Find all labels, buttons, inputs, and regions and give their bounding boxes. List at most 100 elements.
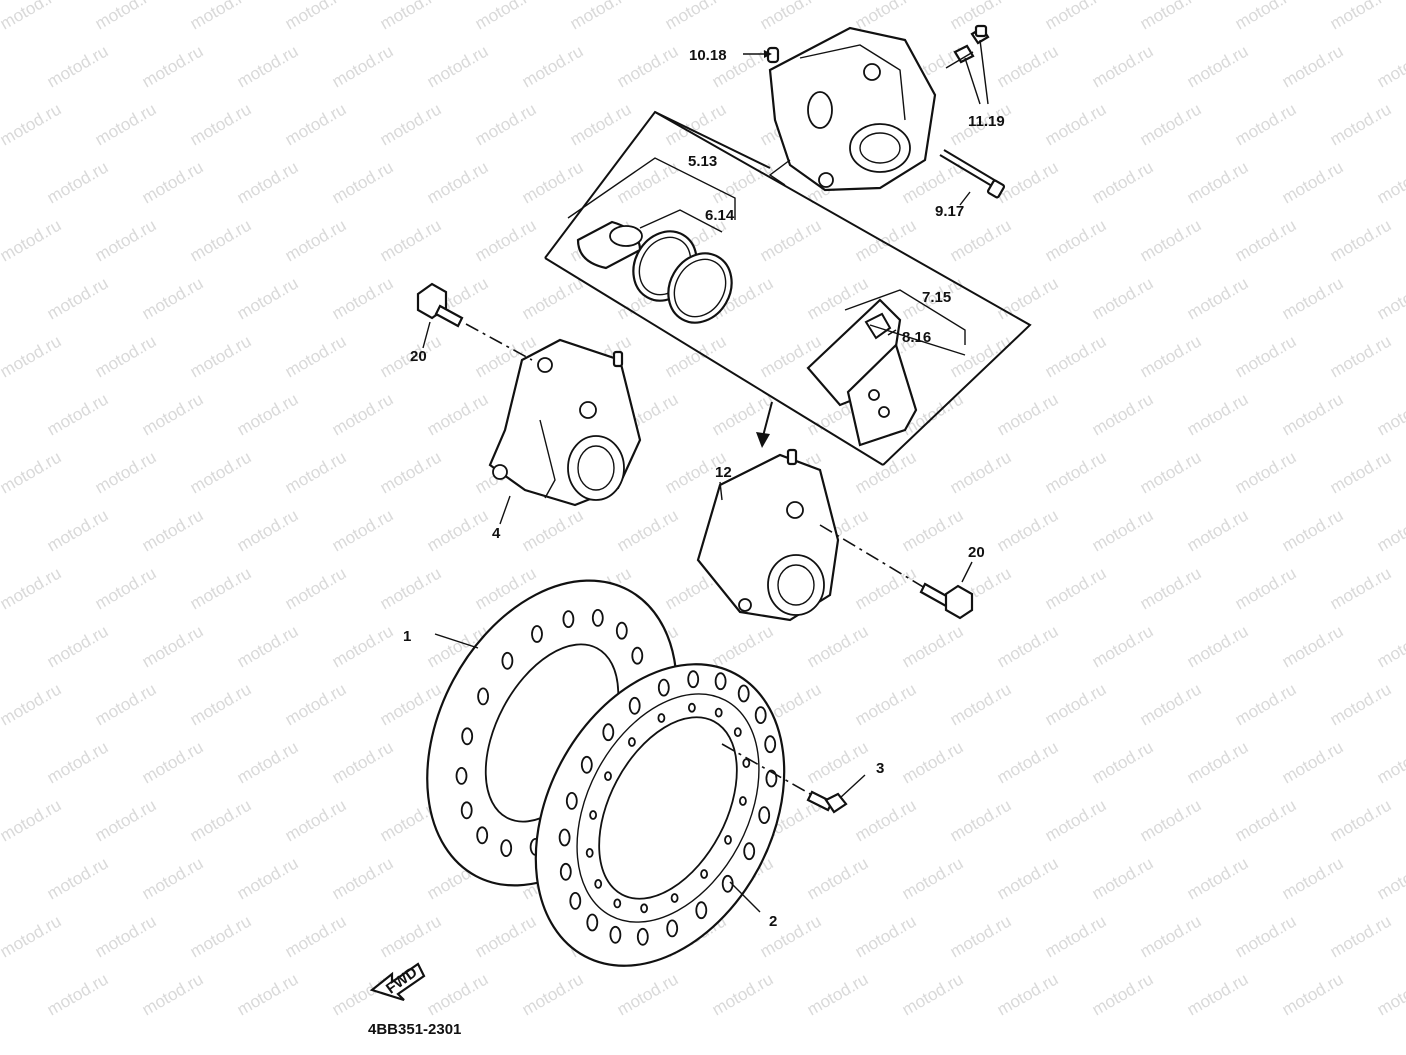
watermark-text: motod.ru bbox=[994, 969, 1062, 1019]
watermark-text: motod.ru bbox=[519, 505, 587, 555]
disc-hole bbox=[565, 792, 578, 810]
watermark-text: motod.ru bbox=[92, 563, 160, 613]
disc-hole bbox=[628, 737, 636, 747]
watermark-text: motod.ru bbox=[1184, 621, 1252, 671]
piston-seals bbox=[632, 230, 733, 324]
caliper-bolts-11-19 bbox=[953, 24, 990, 64]
watermark-text: motod.ru bbox=[1089, 505, 1157, 555]
watermark-text: motod.ru bbox=[234, 621, 302, 671]
watermark-text: motod.ru bbox=[1374, 157, 1406, 207]
watermark-text: motod.ru bbox=[234, 157, 302, 207]
watermark-text: motod.ru bbox=[1279, 969, 1347, 1019]
disc-hole bbox=[714, 672, 727, 691]
disc-hole bbox=[589, 810, 597, 820]
watermark-text: motod.ru bbox=[139, 157, 207, 207]
watermark-text: motod.ru bbox=[1374, 737, 1406, 787]
watermark-text: motod.ru bbox=[1232, 911, 1300, 961]
watermark-text: motod.ru bbox=[424, 389, 492, 439]
upper-caliper-housing bbox=[768, 26, 937, 192]
watermark-text: motod.ru bbox=[994, 737, 1062, 787]
disc-hole bbox=[602, 723, 615, 742]
watermark-text: motod.ru bbox=[1137, 563, 1205, 613]
watermark-text: motod.ru bbox=[1374, 621, 1406, 671]
watermark-text: motod.ru bbox=[329, 737, 397, 787]
callout-2: 2 bbox=[769, 913, 777, 930]
disc-hole bbox=[733, 727, 742, 737]
watermark-text: motod.ru bbox=[1184, 737, 1252, 787]
watermark-text: motod.ru bbox=[1279, 621, 1347, 671]
disc-hole bbox=[591, 609, 604, 627]
watermark-text: motod.ru bbox=[1137, 447, 1205, 497]
watermark-text: motod.ru bbox=[424, 41, 492, 91]
watermark-text: motod.ru bbox=[424, 505, 492, 555]
watermark-text: motod.ru bbox=[377, 679, 445, 729]
watermark-text: motod.ru bbox=[1279, 273, 1347, 323]
watermark-text: motod.ru bbox=[804, 853, 872, 903]
watermark-text: motod.ru bbox=[1327, 215, 1395, 265]
disc-hole bbox=[754, 706, 767, 724]
watermark-text: motod.ru bbox=[0, 679, 64, 729]
watermark-text: motod.ru bbox=[709, 389, 777, 439]
watermark-text: motod.ru bbox=[1184, 41, 1252, 91]
watermark-text: motod.ru bbox=[187, 563, 255, 613]
watermark-text: motod.ru bbox=[139, 853, 207, 903]
disc-hole bbox=[501, 651, 514, 670]
disc-hole bbox=[636, 927, 649, 946]
watermark-text: motod.ru bbox=[44, 737, 112, 787]
watermark-text: motod.ru bbox=[44, 389, 112, 439]
disc-hole bbox=[640, 903, 648, 914]
watermark-text: motod.ru bbox=[187, 0, 255, 33]
watermark-text: motod.ru bbox=[139, 389, 207, 439]
watermark-text: motod.ru bbox=[234, 505, 302, 555]
disc-hole bbox=[758, 806, 771, 824]
watermark-text: motod.ru bbox=[757, 215, 825, 265]
watermark-text: motod.ru bbox=[187, 331, 255, 381]
disc-hole bbox=[569, 892, 582, 910]
disc-hole bbox=[613, 898, 622, 909]
disc-hole bbox=[615, 621, 628, 640]
watermark-text: motod.ru bbox=[0, 563, 64, 613]
watermark-text: motod.ru bbox=[1042, 99, 1110, 149]
disc-hole bbox=[743, 842, 756, 861]
disc-hole bbox=[687, 670, 700, 689]
watermark-text: motod.ru bbox=[282, 215, 350, 265]
watermark-text: motod.ru bbox=[614, 505, 682, 555]
watermark-text: motod.ru bbox=[329, 621, 397, 671]
callout-1: 1 bbox=[403, 628, 411, 645]
watermark-text: motod.ru bbox=[329, 505, 397, 555]
callout-5-13: 5.13 bbox=[688, 153, 717, 170]
watermark-text: motod.ru bbox=[804, 273, 872, 323]
watermark-text: motod.ru bbox=[1374, 853, 1406, 903]
callout-20-right: 20 bbox=[968, 544, 985, 561]
disc-hole bbox=[670, 893, 679, 903]
watermark-text: motod.ru bbox=[709, 621, 777, 671]
watermark-text: motod.ru bbox=[44, 157, 112, 207]
watermark-text: motod.ru bbox=[377, 0, 445, 33]
watermark-text: motod.ru bbox=[852, 911, 920, 961]
watermark-text: motod.ru bbox=[234, 273, 302, 323]
watermark-text: motod.ru bbox=[1279, 41, 1347, 91]
watermark-text: motod.ru bbox=[1327, 99, 1395, 149]
watermark-text: motod.ru bbox=[947, 679, 1015, 729]
watermark-text: motod.ru bbox=[1232, 99, 1300, 149]
watermark-text: motod.ru bbox=[662, 99, 730, 149]
watermark-text: motod.ru bbox=[187, 215, 255, 265]
watermark-text: motod.ru bbox=[1279, 505, 1347, 555]
watermark-text: motod.ru bbox=[1374, 505, 1406, 555]
watermark-text: motod.ru bbox=[329, 41, 397, 91]
watermark-text: motod.ru bbox=[1042, 795, 1110, 845]
watermark-text: motod.ru bbox=[757, 911, 825, 961]
watermark-text: motod.ru bbox=[44, 621, 112, 671]
watermark-text: motod.ru bbox=[377, 215, 445, 265]
disc-hole bbox=[714, 707, 723, 718]
disc-hole bbox=[500, 839, 513, 857]
watermark-text: motod.ru bbox=[44, 853, 112, 903]
watermark-text: motod.ru bbox=[1232, 795, 1300, 845]
callout-20-left: 20 bbox=[410, 348, 427, 365]
disc-hole bbox=[742, 758, 751, 768]
watermark-text: motod.ru bbox=[994, 621, 1062, 671]
disc-bolt bbox=[721, 743, 848, 814]
watermark-text: motod.ru bbox=[1042, 447, 1110, 497]
watermark-text: motod.ru bbox=[472, 0, 540, 33]
watermark-text: motod.ru bbox=[1042, 563, 1110, 613]
